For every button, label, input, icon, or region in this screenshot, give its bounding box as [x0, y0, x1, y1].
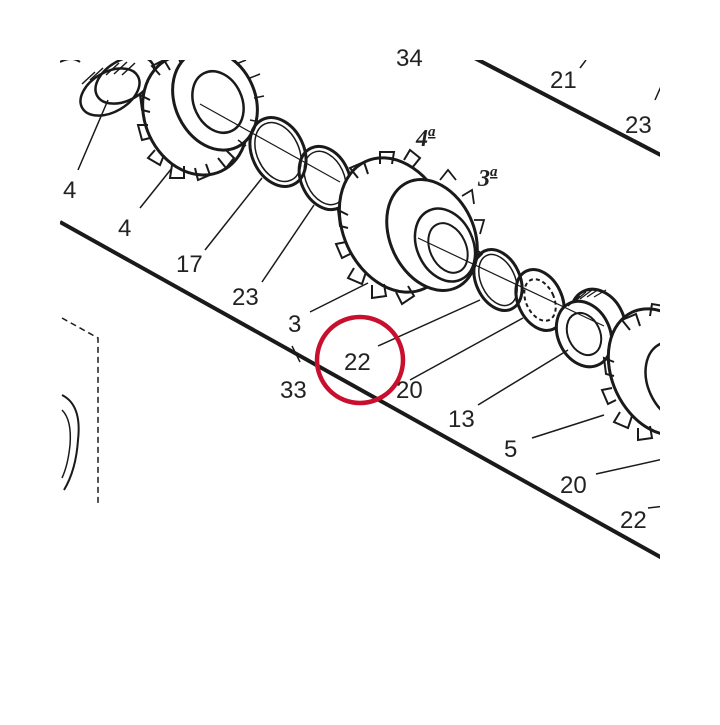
circlip-icon	[472, 248, 524, 312]
gear-label-third: 3a	[477, 164, 498, 192]
callout-23-top: 23	[625, 112, 652, 139]
callout-3: 3	[288, 311, 301, 338]
callouts: 34 21 23 4 4 17 23 3 22 33 20 13 5 20 22	[63, 45, 652, 534]
callout-20-b: 20	[560, 472, 587, 499]
callout-33: 33	[280, 377, 307, 404]
callout-34: 34	[396, 45, 423, 72]
callout-5: 5	[504, 436, 517, 463]
gear-icon	[136, 60, 265, 182]
callout-4-b: 4	[118, 215, 131, 242]
highlight-circle-icon	[314, 314, 406, 406]
callout-20: 20	[396, 377, 423, 404]
callout-17: 17	[176, 251, 203, 278]
housing-edge-bottom	[60, 220, 660, 560]
circlip-icon	[248, 116, 308, 188]
gear-icon	[600, 302, 660, 442]
callout-21: 21	[550, 67, 577, 94]
callout-4-a: 4	[63, 177, 76, 204]
housing-detail-dashed	[61, 317, 99, 505]
diagram-artwork	[60, 60, 660, 560]
circlip-icon	[514, 268, 566, 332]
leader-lines	[77, 60, 660, 509]
housing-detail-curve-inner	[61, 409, 72, 479]
gear-label-fourth: 4a	[415, 124, 436, 152]
gear-icon	[334, 148, 486, 306]
callout-23: 23	[232, 284, 259, 311]
callout-22-b: 22	[620, 507, 647, 534]
housing-edge-top	[474, 60, 660, 157]
needle-bearing-icon	[60, 60, 156, 117]
housing-detail-curve	[61, 394, 80, 491]
callout-22: 22	[344, 349, 371, 376]
callout-13: 13	[448, 406, 475, 433]
